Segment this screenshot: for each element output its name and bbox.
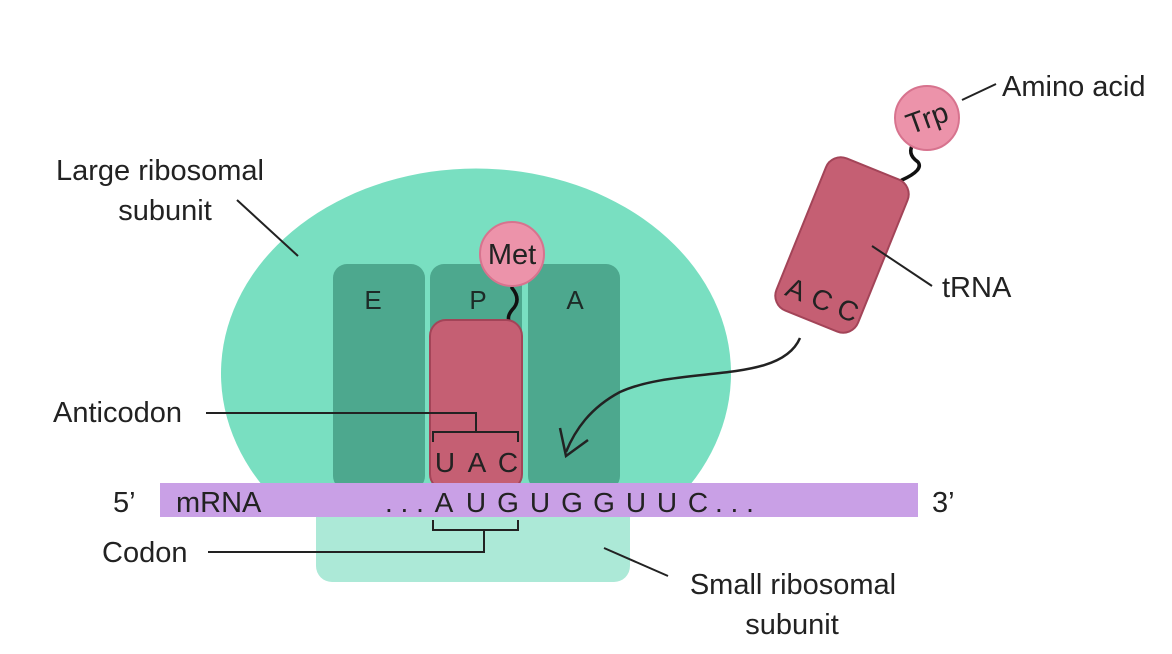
small-subunit-label-line1: Small ribosomal: [690, 569, 896, 601]
mrna-base: U: [466, 487, 486, 518]
anticodon-label: Anticodon: [53, 397, 182, 429]
a-site-label: A: [566, 285, 584, 315]
mrna-base: C: [688, 487, 708, 518]
five-prime-label: 5’: [113, 487, 136, 519]
trna-label: tRNA: [942, 272, 1012, 304]
mrna-base: U: [626, 487, 646, 518]
mrna-trailing-dots: . . .: [715, 487, 754, 518]
codon-leader-line: [208, 530, 485, 553]
three-prime-label: 3’: [932, 487, 955, 519]
p-site-label: P: [469, 285, 486, 315]
small-subunit-leader-line: [603, 547, 669, 577]
anticodon-base: U: [435, 447, 455, 478]
a-site-slot: [528, 264, 620, 490]
mrna-base: U: [657, 487, 677, 518]
e-site-label: E: [364, 285, 381, 315]
trp-linker: [900, 140, 921, 182]
incoming-trna: A C C: [774, 156, 910, 334]
anticodon-base: C: [498, 447, 518, 478]
incoming-trna-body: [774, 156, 910, 334]
arrowhead-icon: [558, 427, 589, 459]
amino-acid-label: Amino acid: [1002, 71, 1145, 103]
large-subunit-label-line2: subunit: [118, 195, 212, 227]
trp-amino-acid: [894, 85, 960, 151]
mrna-base: G: [497, 487, 519, 518]
large-subunit-label-line1: Large ribosomal: [56, 155, 264, 187]
trna-leader-line: [871, 245, 933, 287]
mrna-label: mRNA: [176, 487, 262, 519]
met-label: Met: [488, 239, 536, 271]
mrna-base: U: [530, 487, 550, 518]
codon-bracket: [432, 520, 519, 531]
met-amino-acid: [479, 221, 545, 287]
anticodon-base: A: [468, 447, 487, 478]
movement-arrow: [564, 337, 802, 453]
codon-label: Codon: [102, 537, 187, 569]
mrna-base: G: [593, 487, 615, 518]
small-subunit-label-line2: subunit: [745, 609, 839, 641]
anticodon-leader-line: [206, 412, 477, 432]
large-subunit-leader-line: [236, 199, 299, 257]
mrna-strand: [160, 483, 918, 517]
e-site-slot: [333, 264, 425, 490]
amino-acid-leader-line: [961, 83, 997, 101]
mrna-base: A: [435, 487, 454, 518]
mrna-base: G: [561, 487, 583, 518]
mrna-leading-dots: . . .: [385, 487, 424, 518]
